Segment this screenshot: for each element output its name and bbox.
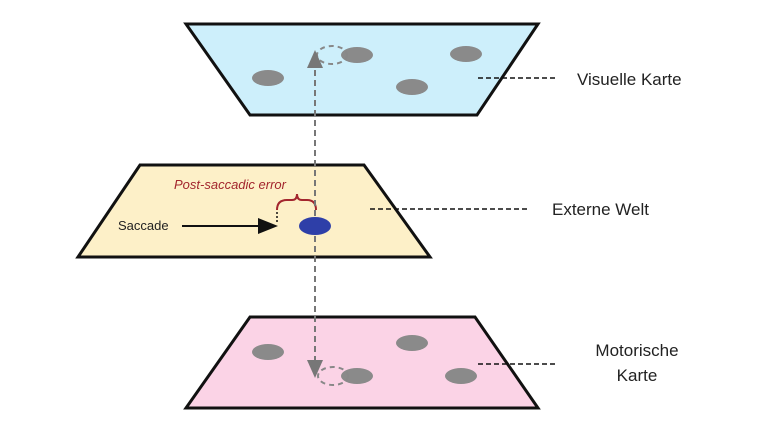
error-brace bbox=[276, 193, 317, 211]
motor-dot bbox=[341, 368, 373, 384]
visual-dot bbox=[252, 70, 284, 86]
visual-map-label: Visuelle Karte bbox=[577, 70, 682, 89]
visual-dot bbox=[450, 46, 482, 62]
target-dot bbox=[299, 217, 331, 235]
visual-dot bbox=[396, 79, 428, 95]
motor-dot bbox=[252, 344, 284, 360]
saccade-label: Saccade bbox=[118, 218, 169, 233]
motor-map-plane bbox=[183, 315, 541, 410]
motor-dot bbox=[445, 368, 477, 384]
visual-map-plane bbox=[183, 22, 541, 117]
visual-dot bbox=[341, 47, 373, 63]
motor-dot bbox=[396, 335, 428, 351]
external-world-plane bbox=[75, 163, 433, 259]
motor-map-label-line2: Karte bbox=[617, 366, 658, 385]
motor-map-label-line1: Motorische bbox=[595, 341, 678, 360]
external-world-label: Externe Welt bbox=[552, 200, 649, 219]
post-saccadic-error-label: Post-saccadic error bbox=[174, 177, 287, 192]
